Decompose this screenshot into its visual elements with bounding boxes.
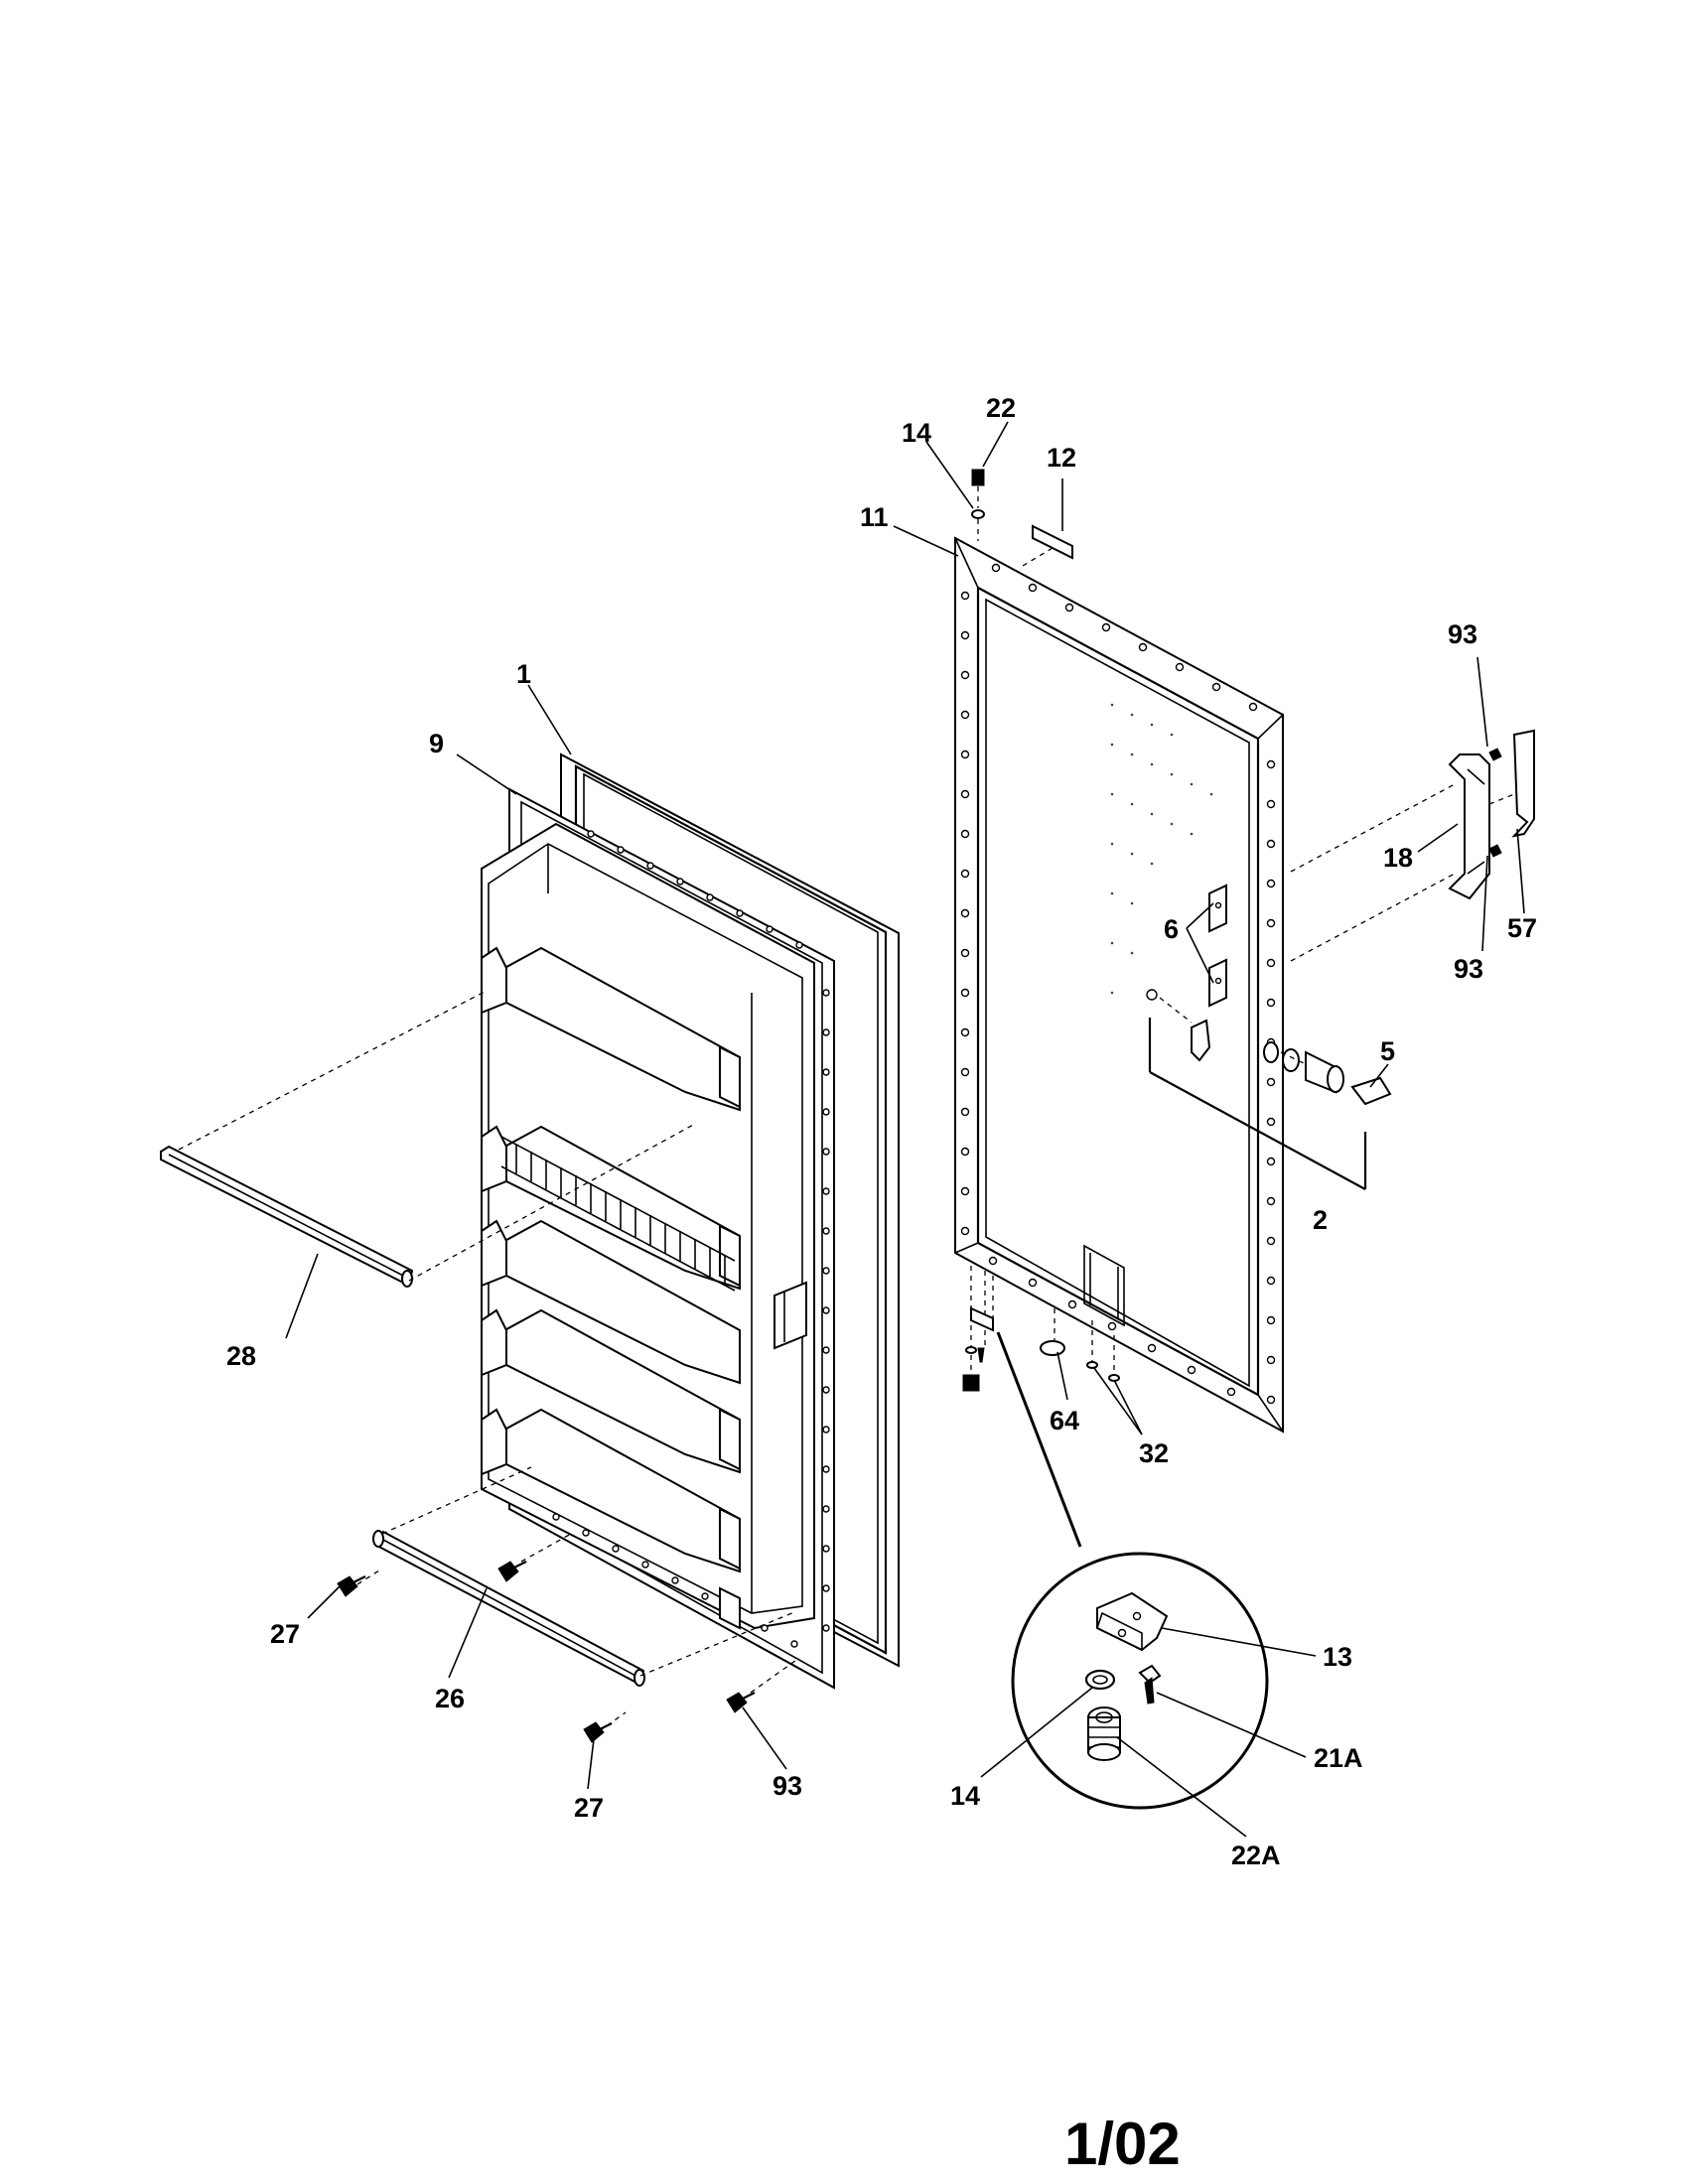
label-part-22a: 22A xyxy=(1231,1841,1281,1870)
label-part-93-right: 93 xyxy=(1454,954,1483,984)
liner-screw-holes xyxy=(552,830,830,1648)
label-part-2: 2 xyxy=(1313,1205,1328,1235)
hinge-brackets xyxy=(1208,884,1227,1008)
label-part-57: 57 xyxy=(1507,913,1537,943)
push-pin-27-bottom xyxy=(583,1721,613,1743)
wire-basket xyxy=(500,1136,736,1292)
label-part-18: 18 xyxy=(1383,843,1413,873)
push-pin-middle xyxy=(497,1533,572,1582)
label-part-14-detail: 14 xyxy=(950,1781,980,1811)
label-part-5: 5 xyxy=(1380,1036,1395,1066)
push-pin-27-left xyxy=(337,1575,366,1597)
panel-screw-holes xyxy=(960,563,1276,1405)
door-handle xyxy=(1448,753,1490,900)
label-part-6: 6 xyxy=(1164,914,1179,944)
label-part-27-bottom: 27 xyxy=(574,1793,604,1823)
label-part-9: 9 xyxy=(429,729,444,758)
top-hinge-hardware xyxy=(971,469,1073,567)
label-part-28: 28 xyxy=(226,1341,256,1371)
outer-door-panel xyxy=(954,536,1284,1433)
label-part-12: 12 xyxy=(1047,443,1076,473)
label-part-64: 64 xyxy=(1050,1406,1079,1435)
lock-assembly xyxy=(1146,989,1392,1106)
inner-door-liner xyxy=(481,752,900,1690)
label-part-93-top: 93 xyxy=(1448,619,1477,649)
label-part-26: 26 xyxy=(435,1684,465,1713)
leader-lines xyxy=(285,421,1525,1838)
label-part-1: 1 xyxy=(516,659,531,689)
bottom-rail xyxy=(356,1466,795,1738)
shelf-rail xyxy=(160,990,696,1288)
label-part-13: 13 xyxy=(1323,1642,1352,1672)
door-shelves xyxy=(481,946,741,1630)
label-part-22-top: 22 xyxy=(986,393,1016,423)
bottom-hinge-hardware xyxy=(962,1266,1120,1392)
label-part-93-bottom: 93 xyxy=(773,1771,802,1801)
label-part-32: 32 xyxy=(1139,1438,1169,1468)
label-part-27-left: 27 xyxy=(270,1619,300,1649)
label-part-14-top: 14 xyxy=(902,418,931,448)
part-labels: 1 9 11 12 14 22 93 18 57 93 6 5 2 28 27 … xyxy=(226,393,1537,1870)
screw-93-bottom xyxy=(726,1657,800,1713)
detail-view-circle xyxy=(996,1331,1269,1810)
label-part-11: 11 xyxy=(860,502,889,532)
date-code: 1/02 xyxy=(1064,2111,1181,2177)
label-part-21a: 21A xyxy=(1314,1743,1363,1773)
panel-dot-pattern xyxy=(1110,703,1213,995)
handle-cover xyxy=(1511,729,1535,838)
handle-screws xyxy=(1488,748,1502,858)
